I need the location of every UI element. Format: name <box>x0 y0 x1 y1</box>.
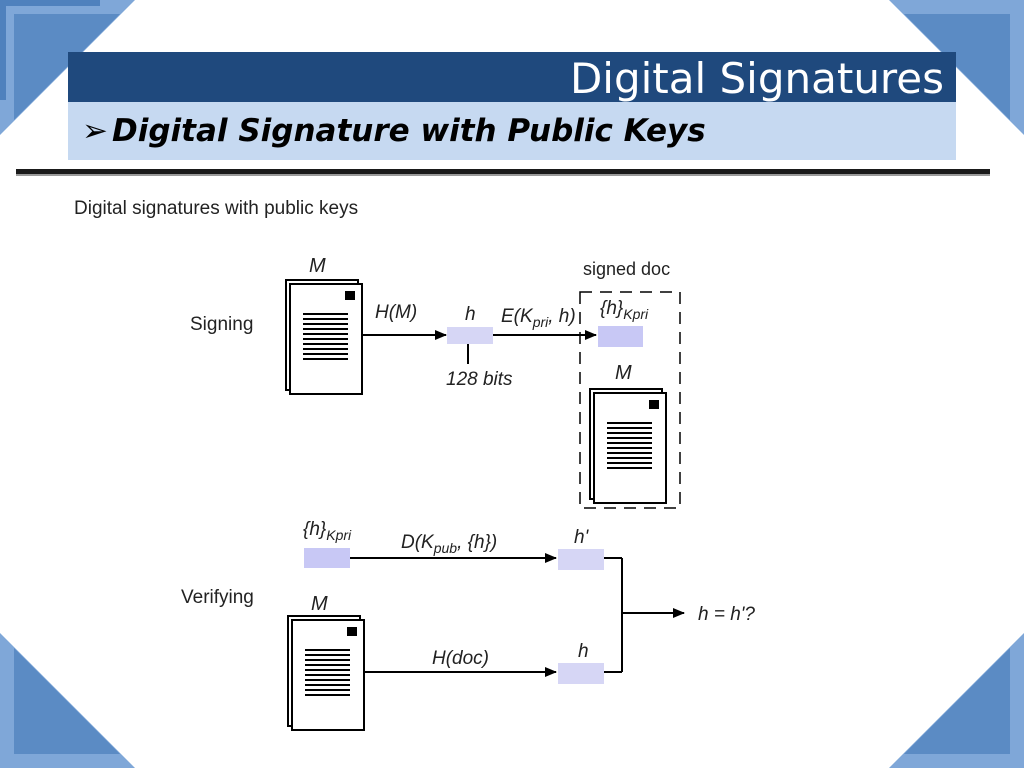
signing-document-icon <box>285 279 363 395</box>
verify-sig-sub: Kpri <box>326 527 352 543</box>
bullet-arrow-icon: ➢ <box>82 113 108 149</box>
slide-title: Digital Signatures <box>569 54 944 103</box>
verify-document-icon <box>287 615 365 731</box>
encrypt-fn-head: E(K <box>501 306 534 327</box>
signing-doc-label: M <box>309 255 326 277</box>
verifying-label: Verifying <box>181 587 254 608</box>
decrypt-fn-tail: , {h}) <box>457 532 497 553</box>
signed-doc-frame <box>579 291 681 509</box>
signed-sig-box <box>598 326 643 347</box>
signed-document-icon <box>589 388 667 504</box>
h-prime-box <box>558 549 604 570</box>
signing-hash-box <box>447 327 493 344</box>
signature-diagram: Digital signatures with public keys Sign… <box>74 198 755 731</box>
verify-decrypt-fn: D(Kpub, {h}) <box>401 532 497 556</box>
signing-hash-size: 128 bits <box>446 369 513 390</box>
encrypt-fn-tail: , h) <box>548 306 575 327</box>
verify-sig-text: {h} <box>303 519 327 540</box>
corner-decoration-top-right <box>889 0 1024 135</box>
subtitle-bar: ➢Digital Signature with Public Keys <box>68 102 956 160</box>
diagram-heading: Digital signatures with public keys <box>74 198 358 219</box>
verify-hash-fn: H(doc) <box>432 648 489 669</box>
compare-connector <box>604 557 623 673</box>
signing-hash-label: h <box>465 304 476 325</box>
decrypt-fn-head: D(K <box>401 532 435 553</box>
corner-decoration-bottom-right <box>889 633 1024 768</box>
signing-label: Signing <box>190 314 253 335</box>
corner-decoration-bottom-left <box>0 633 135 768</box>
signing-encrypt-fn: E(Kpri, h) <box>501 306 576 330</box>
verify-hash-label: h <box>578 641 589 662</box>
h-prime-label: h' <box>574 527 590 548</box>
corner-decoration-top-left <box>0 0 135 135</box>
title-bar: Digital Signatures <box>68 52 956 103</box>
decrypt-fn-sub: pub <box>433 540 458 556</box>
subtitle-label: Digital Signature with Public Keys <box>111 113 706 149</box>
encrypt-fn-sub: pri <box>532 314 549 330</box>
signing-hash-fn: H(M) <box>375 302 417 323</box>
verify-sig-label: {h}Kpri <box>303 519 352 543</box>
signed-doc-label: signed doc <box>583 259 670 279</box>
compare-label: h = h'? <box>698 604 755 625</box>
signed-doc-m-label: M <box>615 362 632 384</box>
verify-sig-box <box>304 548 350 568</box>
verify-doc-label: M <box>311 593 328 615</box>
signed-sig-sub: Kpri <box>623 306 649 322</box>
divider-rule <box>16 169 990 176</box>
signed-sig-label: {h}Kpri <box>600 298 649 322</box>
slide-subtitle: ➢Digital Signature with Public Keys <box>82 108 706 154</box>
signed-sig-text: {h} <box>600 298 624 319</box>
verify-hash-box <box>558 663 604 684</box>
